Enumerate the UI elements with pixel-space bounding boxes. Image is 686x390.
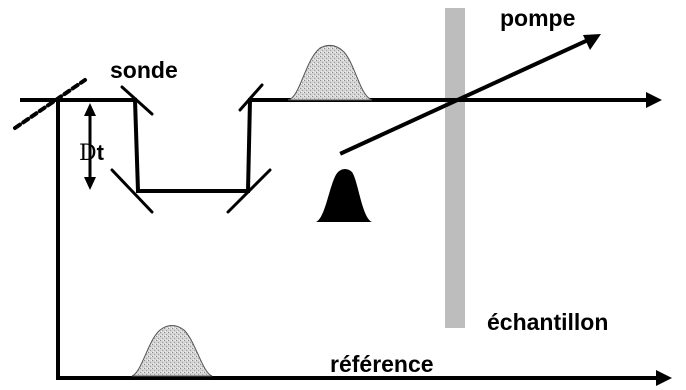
reference-pulse-icon	[131, 325, 213, 377]
delay-line-left-leg	[132, 97, 141, 194]
beam-splitter	[13, 78, 87, 130]
reference-label: référence	[330, 351, 434, 377]
delay-arrow-down-head	[84, 177, 96, 190]
probe-label: sonde	[110, 57, 178, 83]
sample-label: échantillon	[487, 309, 608, 335]
pump-arrow-head	[583, 34, 601, 50]
mirror-top-right	[238, 83, 264, 112]
mirrors	[13, 78, 272, 214]
mirror-bottom-right	[226, 168, 272, 214]
delay-indicator: Dt	[79, 103, 105, 190]
delay-line-right-leg	[245, 97, 253, 194]
delay-label: Dt	[79, 140, 105, 166]
probe-arrow-head	[646, 92, 662, 108]
mirror-bottom-left	[110, 168, 154, 214]
mirror-top-left	[120, 85, 154, 116]
probe-pulse-icon	[287, 44, 373, 101]
delay-subscript: t	[97, 140, 105, 165]
delay-symbol: D	[79, 141, 97, 166]
reference-arrow-head	[656, 370, 672, 386]
sample-plate	[445, 8, 465, 328]
delay-arrow-up-head	[84, 103, 96, 116]
pump-pulse-icon	[316, 169, 372, 222]
pump-label: pompe	[500, 5, 575, 31]
pump-beam	[339, 37, 591, 156]
